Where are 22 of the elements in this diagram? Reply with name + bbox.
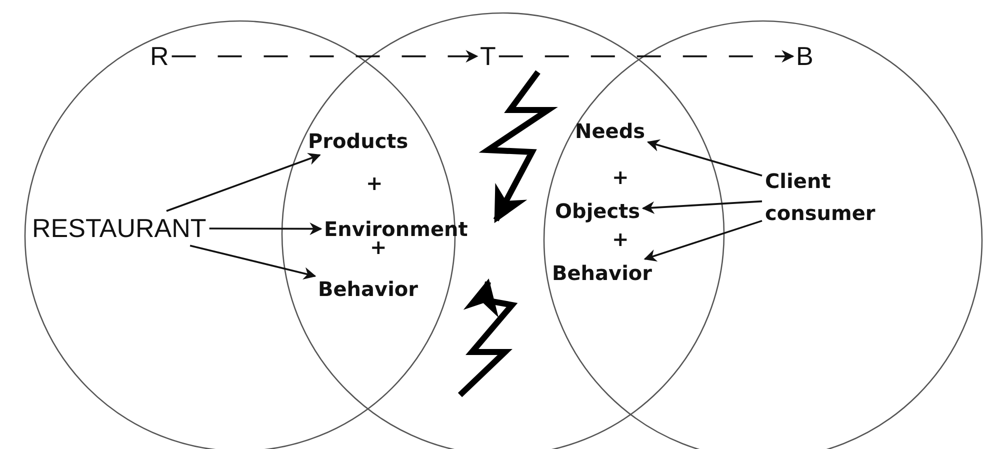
arrow bbox=[190, 244, 316, 280]
node-label: Client consumer bbox=[765, 165, 905, 229]
node-label: B bbox=[796, 42, 814, 71]
node-label: Needs bbox=[575, 120, 646, 142]
node-label: Behavior bbox=[318, 278, 418, 300]
plus-sign: + bbox=[612, 228, 629, 250]
node-label: RESTAURANT bbox=[32, 214, 206, 243]
arrow bbox=[644, 220, 762, 262]
node-label: Products bbox=[308, 130, 408, 152]
plus-sign: + bbox=[370, 236, 387, 258]
arrow bbox=[642, 200, 762, 214]
arrow bbox=[166, 152, 321, 212]
node-label: T bbox=[480, 42, 496, 71]
node-label: Objects bbox=[555, 200, 640, 222]
plus-sign: + bbox=[366, 172, 383, 194]
node-label: Behavior bbox=[552, 262, 652, 284]
plus-sign: + bbox=[612, 166, 629, 188]
arrow bbox=[209, 222, 322, 236]
dashed-arrow bbox=[498, 50, 794, 63]
dashed-arrow bbox=[172, 50, 478, 63]
arrow bbox=[646, 139, 762, 176]
node-label: R bbox=[150, 42, 169, 71]
